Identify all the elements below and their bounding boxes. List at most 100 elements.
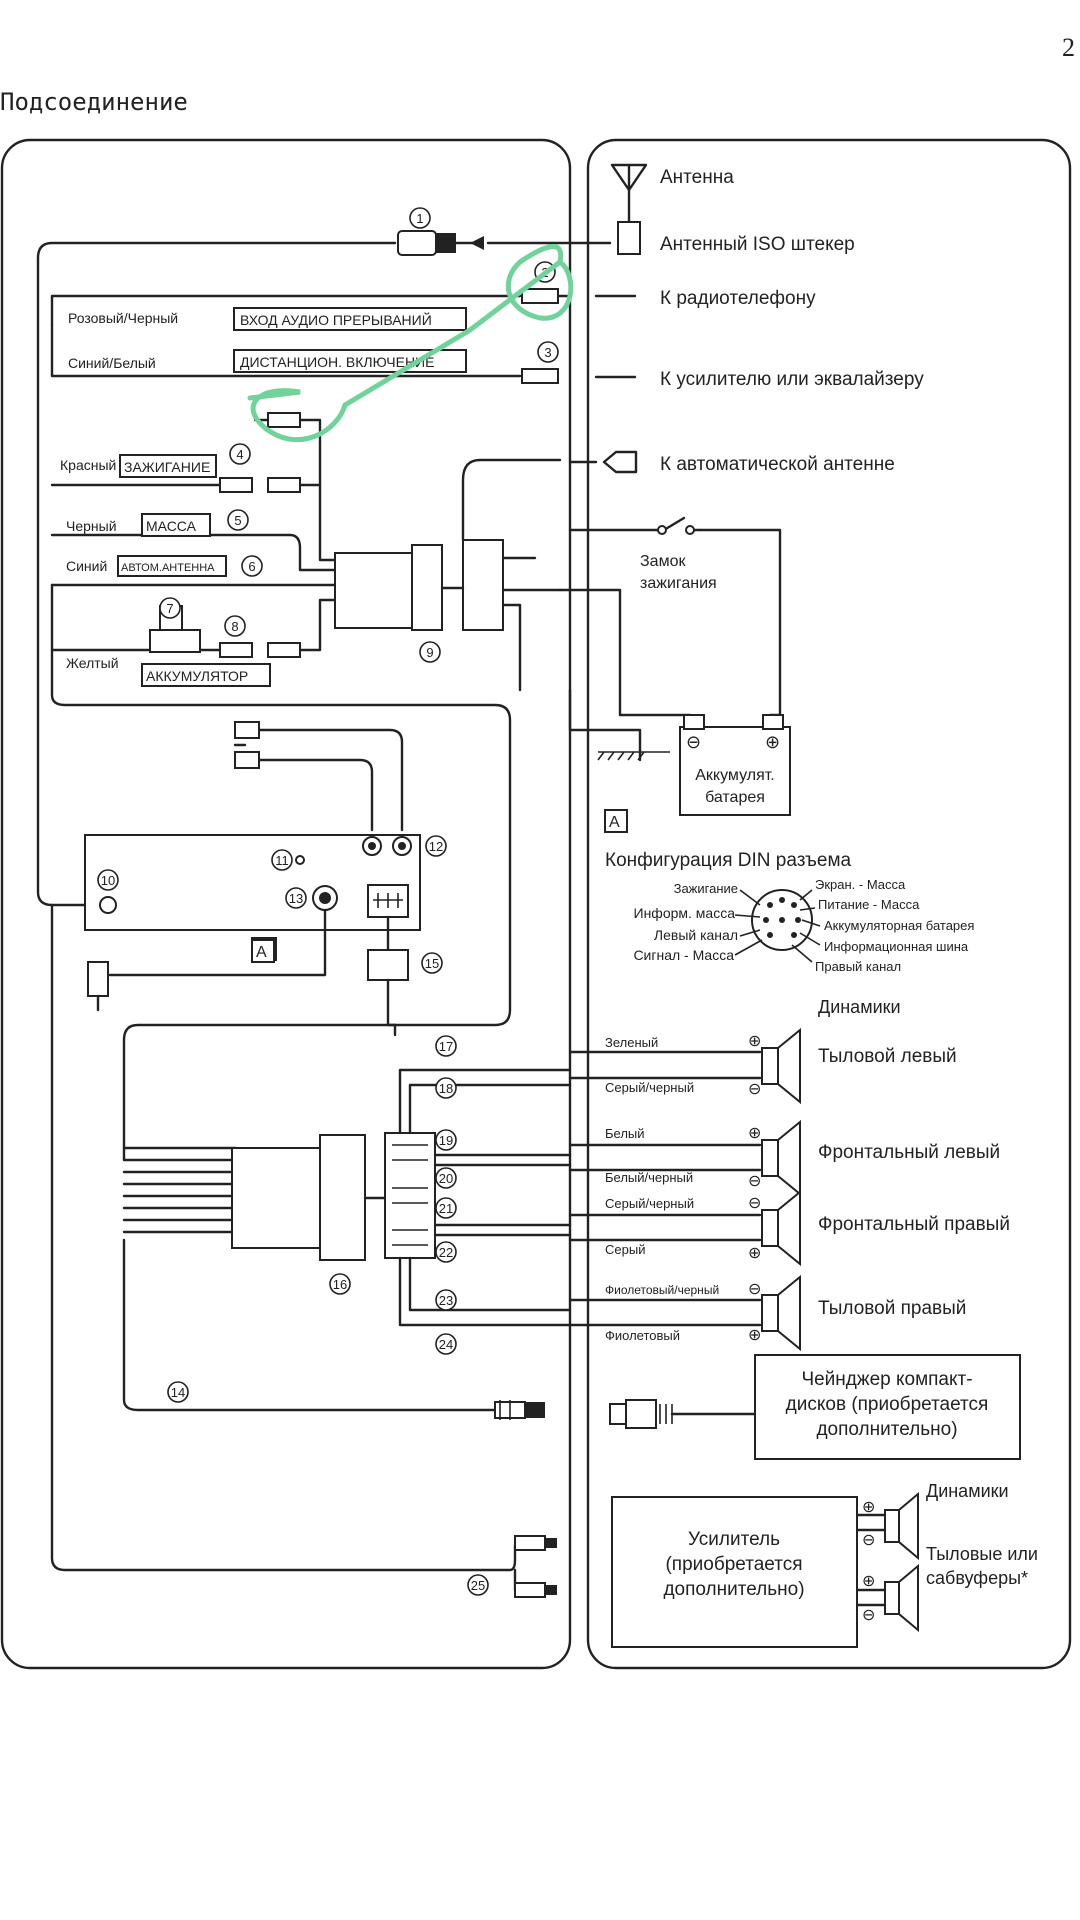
din-left-0: Зажигание [674, 881, 738, 896]
sp4-name: Тыловой правый [818, 1298, 966, 1319]
svg-text:15: 15 [425, 956, 439, 971]
amp-line-3: дополнительно) [663, 1579, 804, 1600]
iso-connector [334, 552, 416, 629]
label-battery-1: Аккумулят. [695, 767, 775, 784]
handwritten-highlight [247, 244, 574, 443]
callout-21: 21 [435, 1197, 457, 1219]
callout-18: 18 [435, 1077, 457, 1099]
svg-text:10: 10 [101, 873, 115, 888]
callout-24: 24 [435, 1333, 457, 1355]
svg-text:9: 9 [426, 645, 433, 660]
amp-line-1: Усилитель [688, 1529, 780, 1550]
label-to-amp: К усилителю или эквалайзеру [660, 369, 924, 390]
sp2-plus-wire: Белый [605, 1126, 645, 1141]
car-battery [679, 726, 791, 816]
din-left-2: Левый канал [654, 927, 738, 943]
left-wiring [36, 230, 612, 1598]
sp1-minus-wire: Серый/черный [605, 1080, 694, 1095]
wire-label-yellow: Желтый [66, 655, 119, 671]
callout-19: 19 [435, 1129, 457, 1151]
din-right-3: Информационная шина [824, 939, 969, 954]
callout-9: 9 [419, 641, 441, 663]
label-ignition-lock-2: зажигания [640, 575, 717, 592]
sp3-minus-wire: Серый/черный [605, 1196, 694, 1211]
tag-audio-interrupt: ВХОД АУДИО ПРЕРЫВАНИЙ [240, 311, 432, 328]
antenna-plug [397, 230, 437, 256]
tag-ground: МАССА [146, 518, 197, 534]
svg-text:25: 25 [471, 1578, 485, 1593]
changer-line-2: дисков (приобретается [786, 1394, 989, 1415]
callout-8: 8 [224, 615, 246, 637]
callout-1: 1 [409, 207, 431, 229]
din-connector [734, 889, 821, 963]
din-right-4: Правый канал [815, 959, 901, 974]
wire-label-red: Красный [60, 457, 116, 473]
svg-text:20: 20 [439, 1171, 453, 1186]
din-left-3: Сигнал - Масса [633, 947, 734, 963]
svg-text:1: 1 [416, 211, 423, 226]
tag-auto-antenna: АВТОМ.АНТЕННА [121, 562, 215, 574]
svg-text:4: 4 [236, 447, 243, 462]
label-battery-2: батарея [705, 789, 765, 806]
din-marker-right: A [609, 814, 620, 831]
sp1-plus: ⊕ [748, 1033, 761, 1050]
wire-label-pink-black: Розовый/Черный [68, 310, 178, 326]
left-panel [0, 138, 572, 1670]
din-marker-left: A [256, 944, 267, 961]
sp4-plus-wire: Фиолетовый [605, 1328, 680, 1343]
amp-sp2-plus: ⊕ [862, 1573, 875, 1590]
amp-speakers-note-1: Тыловые или [926, 1544, 1038, 1564]
amp-sp2-minus: ⊖ [862, 1607, 875, 1624]
amp-line-2: (приобретается [665, 1554, 802, 1575]
page-number: 2 [1062, 33, 1075, 62]
sp4-minus: ⊖ [748, 1281, 761, 1298]
tag-battery: АККУМУЛЯТОР [146, 668, 248, 684]
svg-text:5: 5 [234, 513, 241, 528]
wire-label-blue: Синий [66, 558, 107, 574]
svg-text:3: 3 [544, 345, 551, 360]
callout-25: 25 [467, 1574, 489, 1596]
function-tags: ВХОД АУДИО ПРЕРЫВАНИЙ ДИСТАНЦИОН. ВКЛЮЧЕ… [117, 307, 467, 687]
right-wiring [558, 163, 791, 816]
din-title: Конфигурация DIN разъема [605, 850, 852, 871]
label-ignition-lock-1: Замок [640, 553, 686, 570]
callout-6: 6 [241, 555, 263, 577]
callout-11: 11 [271, 849, 293, 871]
callout-10: 10 [97, 869, 119, 891]
tag-ignition: ЗАЖИГАНИЕ [124, 459, 210, 475]
svg-text:14: 14 [171, 1385, 185, 1400]
svg-text:18: 18 [439, 1081, 453, 1096]
svg-text:12: 12 [429, 839, 443, 854]
svg-text:22: 22 [439, 1245, 453, 1260]
label-antenna-iso: Антенный ISO штекер [660, 234, 855, 255]
svg-text:16: 16 [333, 1277, 347, 1292]
amp-speakers-title: Динамики [926, 1481, 1009, 1501]
svg-text:21: 21 [439, 1201, 453, 1216]
battery-minus: ⊖ [686, 732, 701, 752]
sp2-minus-wire: Белый/черный [605, 1170, 693, 1185]
din-right-1: Питание - Масса [818, 897, 920, 912]
sp4-plus: ⊕ [748, 1327, 761, 1344]
changer-line-3: дополнительно) [816, 1419, 957, 1440]
page-title: Подсоединение [0, 88, 188, 116]
antenna-iso-plug [617, 221, 641, 255]
sp1-minus: ⊖ [748, 1081, 761, 1098]
tag-remote-on: ДИСТАНЦИОН. ВКЛЮЧЕНИЕ [240, 354, 434, 370]
sp1-name: Тыловой левый [818, 1046, 957, 1067]
sp2-plus: ⊕ [748, 1125, 761, 1142]
din-right-2: Аккумуляторная батарея [824, 918, 974, 933]
callout-3: 3 [537, 341, 559, 363]
callout-16: 16 [329, 1273, 351, 1295]
svg-text:17: 17 [439, 1039, 453, 1054]
cd-changer-box [754, 1354, 1021, 1460]
label-antenna: Антенна [660, 167, 734, 188]
svg-text:24: 24 [439, 1337, 453, 1352]
callout-12: 12 [425, 835, 447, 857]
amp-sp1-minus: ⊖ [862, 1532, 875, 1549]
sp4-minus-wire: Фиолетовый/черный [605, 1283, 719, 1297]
svg-text:8: 8 [231, 619, 238, 634]
sp2-minus: ⊖ [748, 1173, 761, 1190]
svg-text:11: 11 [275, 853, 289, 868]
changer-line-1: Чейнджер компакт- [801, 1369, 972, 1390]
